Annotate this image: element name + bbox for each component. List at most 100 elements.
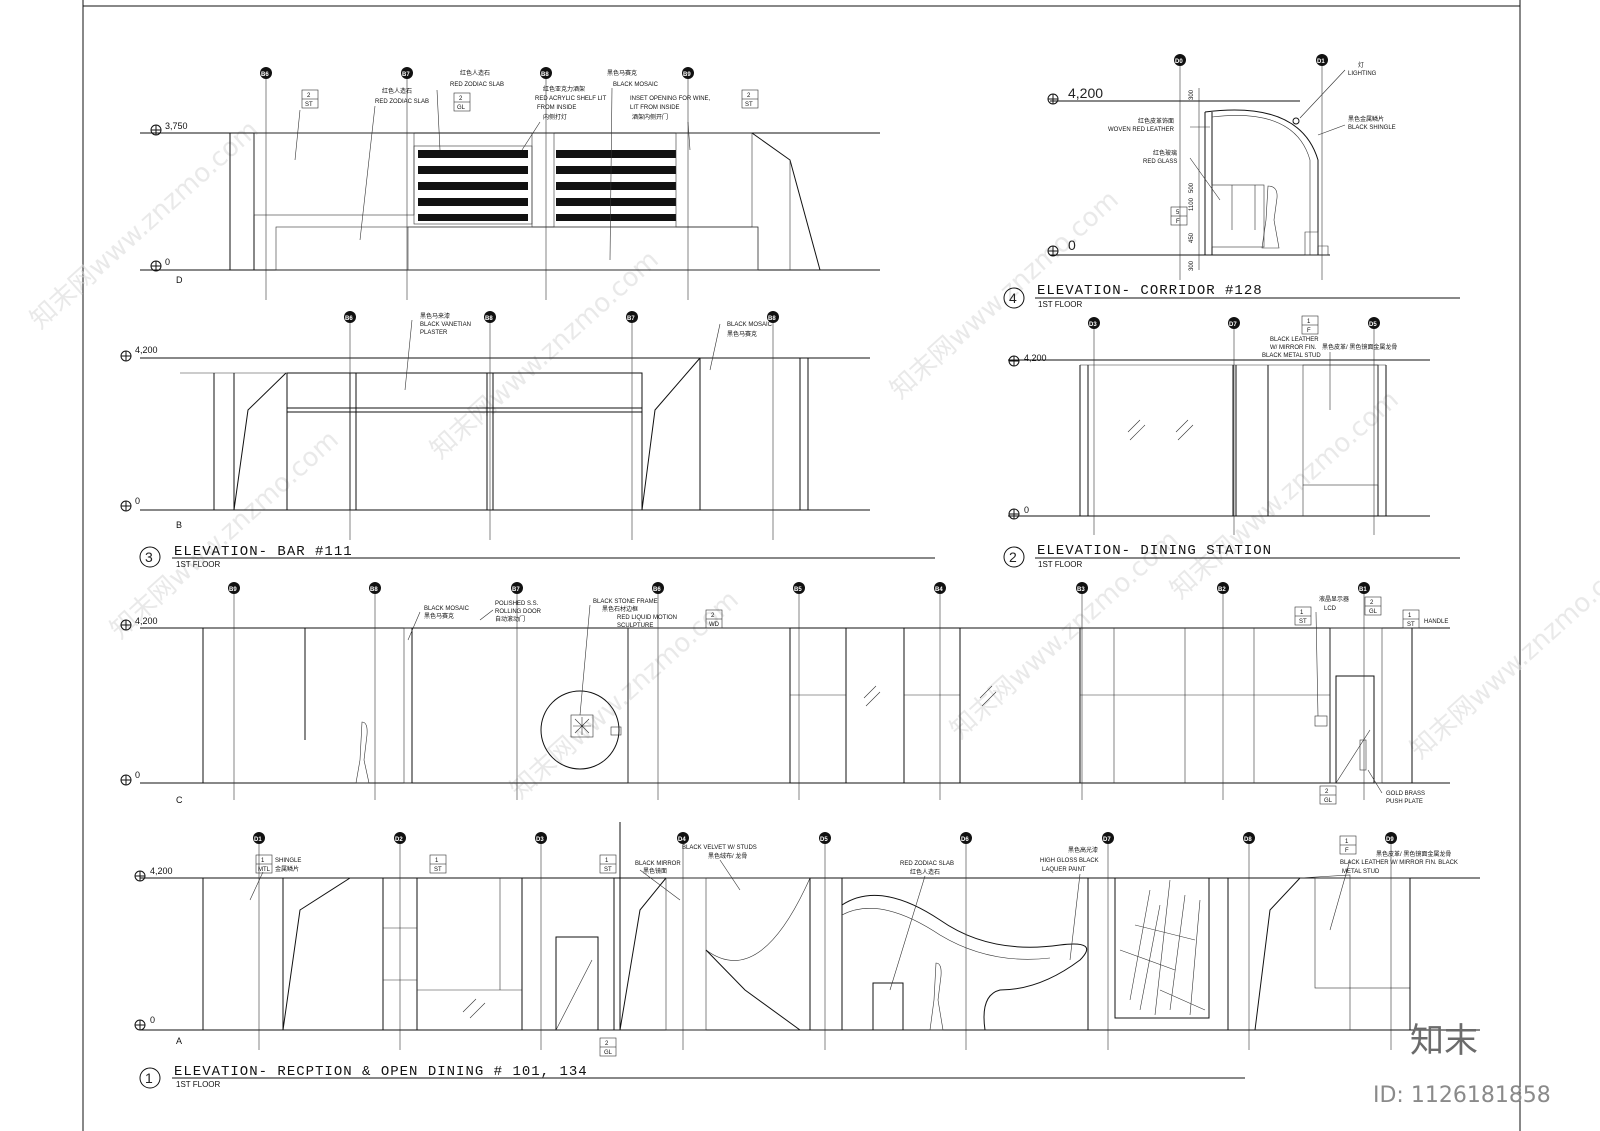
svg-text:B1: B1 [1359,587,1367,593]
level-marker-4200: 4,200 [120,345,158,362]
svg-text:SHINGLE: SHINGLE [275,858,301,864]
elevation-1-reception: 4,200 0 A D1 D2 D3 D4 D5 [134,822,1480,1089]
svg-text:黑色皮革/ 黑色镜面金属龙骨: 黑色皮革/ 黑色镜面金属龙骨 [1376,850,1451,858]
svg-text:D1: D1 [254,837,262,843]
svg-text:金属鳞片: 金属鳞片 [275,865,299,873]
svg-text:1ST FLOOR: 1ST FLOOR [176,1080,221,1089]
svg-text:LIT FROM INSIDE: LIT FROM INSIDE [630,105,680,111]
svg-text:RED LIQUID MOTION: RED LIQUID MOTION [617,615,677,621]
svg-text:D7: D7 [1229,322,1237,328]
svg-text:ST: ST [434,867,442,873]
svg-text:1: 1 [261,858,265,864]
elevation-c: 4,200 0 C B9 B8 B7 B6 B5 B4 [120,582,1450,805]
svg-text:液晶显示器: 液晶显示器 [1319,595,1349,603]
svg-text:BLACK SHINGLE: BLACK SHINGLE [1348,125,1396,131]
svg-text:A: A [176,1036,182,1046]
svg-text:B8: B8 [768,316,776,322]
svg-text:HANDLE: HANDLE [1424,619,1448,625]
svg-text:BLACK MOSAIC: BLACK MOSAIC [424,606,470,612]
svg-text:MTL: MTL [258,867,271,873]
material-notes: 2ST 红色人造石 RED ZODIAC SLAB 红色人造石 RED ZODI… [294,69,759,261]
svg-text:300: 300 [1189,260,1195,271]
svg-text:0: 0 [135,496,140,506]
level-marker-4200: 4,200 [1047,85,1103,105]
level-marker-4200: 4,200 [1008,353,1047,367]
svg-text:黑色镜面: 黑色镜面 [643,867,667,875]
svg-text:2: 2 [307,93,311,99]
level-marker-0: 0 [120,496,140,512]
svg-text:GL: GL [1369,609,1378,615]
svg-text:BLACK MIRROR: BLACK MIRROR [635,861,681,867]
svg-text:METAL STUD: METAL STUD [1342,869,1380,875]
svg-text:PUSH PLATE: PUSH PLATE [1386,799,1423,805]
svg-text:B9: B9 [683,72,691,78]
svg-text:0: 0 [1068,237,1076,253]
elevation-number: 3 [145,549,153,565]
human-figure [355,721,370,784]
svg-text:1: 1 [1307,319,1311,325]
svg-text:BLACK STONE FRAME: BLACK STONE FRAME [593,599,658,605]
svg-text:ROLLING DOOR: ROLLING DOOR [495,609,542,615]
dimension-chain: 300 1100 500 450 300 [1189,88,1200,271]
human-figure [929,962,944,1031]
svg-text:B3: B3 [1077,587,1085,593]
svg-text:LCD: LCD [1324,606,1337,612]
svg-text:0: 0 [165,257,170,267]
level-marker-4200: 4,200 [134,866,173,882]
wine-shelves [418,150,676,221]
svg-text:黑色马赛克: 黑色马赛克 [607,69,637,77]
svg-text:RED ZODIAC SLAB: RED ZODIAC SLAB [450,82,504,88]
svg-text:红色玻璃: 红色玻璃 [1153,149,1177,157]
svg-text:BLACK METAL STUD: BLACK METAL STUD [1262,353,1321,359]
svg-text:D6: D6 [961,837,969,843]
svg-text:GL: GL [457,105,466,111]
svg-text:W/ MIRROR FIN.: W/ MIRROR FIN. [1270,345,1317,351]
svg-text:GL: GL [604,1050,613,1056]
svg-text:D0: D0 [1175,59,1183,65]
svg-text:2: 2 [459,96,463,102]
svg-text:内侧打灯: 内侧打灯 [543,113,567,121]
watermark-text: 知末网www.znzmo.com [1165,385,1405,605]
svg-text:3,750: 3,750 [165,121,188,131]
svg-text:ST: ST [1299,619,1307,625]
watermark-text: 知末网www.znzmo.com [25,115,265,335]
svg-text:1: 1 [605,858,609,864]
svg-text:POLISHED S.S.: POLISHED S.S. [495,601,539,607]
svg-text:2: 2 [1370,600,1374,606]
svg-text:黑色皮革/ 黑色镜面金属龙骨: 黑色皮革/ 黑色镜面金属龙骨 [1322,343,1397,351]
svg-text:GL: GL [1324,798,1333,804]
svg-text:BLACK LEATHER: BLACK LEATHER [1270,337,1319,343]
svg-text:4,200: 4,200 [1068,85,1103,101]
elevation-3-bar: 4,200 0 B B6 B8 B7 B8 黑色马来漆 BLACK VANETI… [120,311,935,569]
svg-text:B8: B8 [370,587,378,593]
svg-text:黑色马赛克: 黑色马赛克 [727,330,757,338]
level-marker-0: 0 [1008,505,1029,520]
svg-text:B7: B7 [512,587,520,593]
elevation-d: 3,750 0 D B6 B7 B8 B9 2ST 红色人造石 [140,67,880,300]
svg-text:HIGH GLOSS BLACK: HIGH GLOSS BLACK [1040,858,1099,864]
svg-text:B7: B7 [402,72,410,78]
svg-text:FROM INSIDE: FROM INSIDE [537,105,576,111]
svg-text:黑色高光漆: 黑色高光漆 [1068,846,1098,854]
svg-text:黑色石材边框: 黑色石材边框 [602,605,638,613]
svg-text:红色皮革饰面: 红色皮革饰面 [1138,117,1174,125]
svg-text:B6: B6 [345,316,353,322]
svg-text:红色人造石: 红色人造石 [460,69,490,77]
svg-text:D2: D2 [395,837,403,843]
lighting-icon [1292,117,1300,125]
svg-text:B7: B7 [627,316,635,322]
svg-text:1: 1 [1345,839,1349,845]
section-mark: D [176,275,183,285]
svg-text:黑色金属鳞片: 黑色金属鳞片 [1348,115,1384,123]
svg-text:5: 5 [1176,210,1180,216]
svg-text:B4: B4 [935,587,943,593]
svg-text:PLASTER: PLASTER [420,330,448,336]
svg-text:1ST FLOOR: 1ST FLOOR [176,560,221,569]
svg-text:450: 450 [1189,232,1195,243]
level-marker-0: 0 [134,1015,155,1031]
level-marker-0: 0 [120,770,140,786]
svg-text:1: 1 [1300,610,1304,616]
svg-text:F: F [1176,219,1180,225]
svg-text:BLACK VELVET W/ STUDS: BLACK VELVET W/ STUDS [682,845,757,851]
svg-text:ST: ST [1407,622,1415,628]
